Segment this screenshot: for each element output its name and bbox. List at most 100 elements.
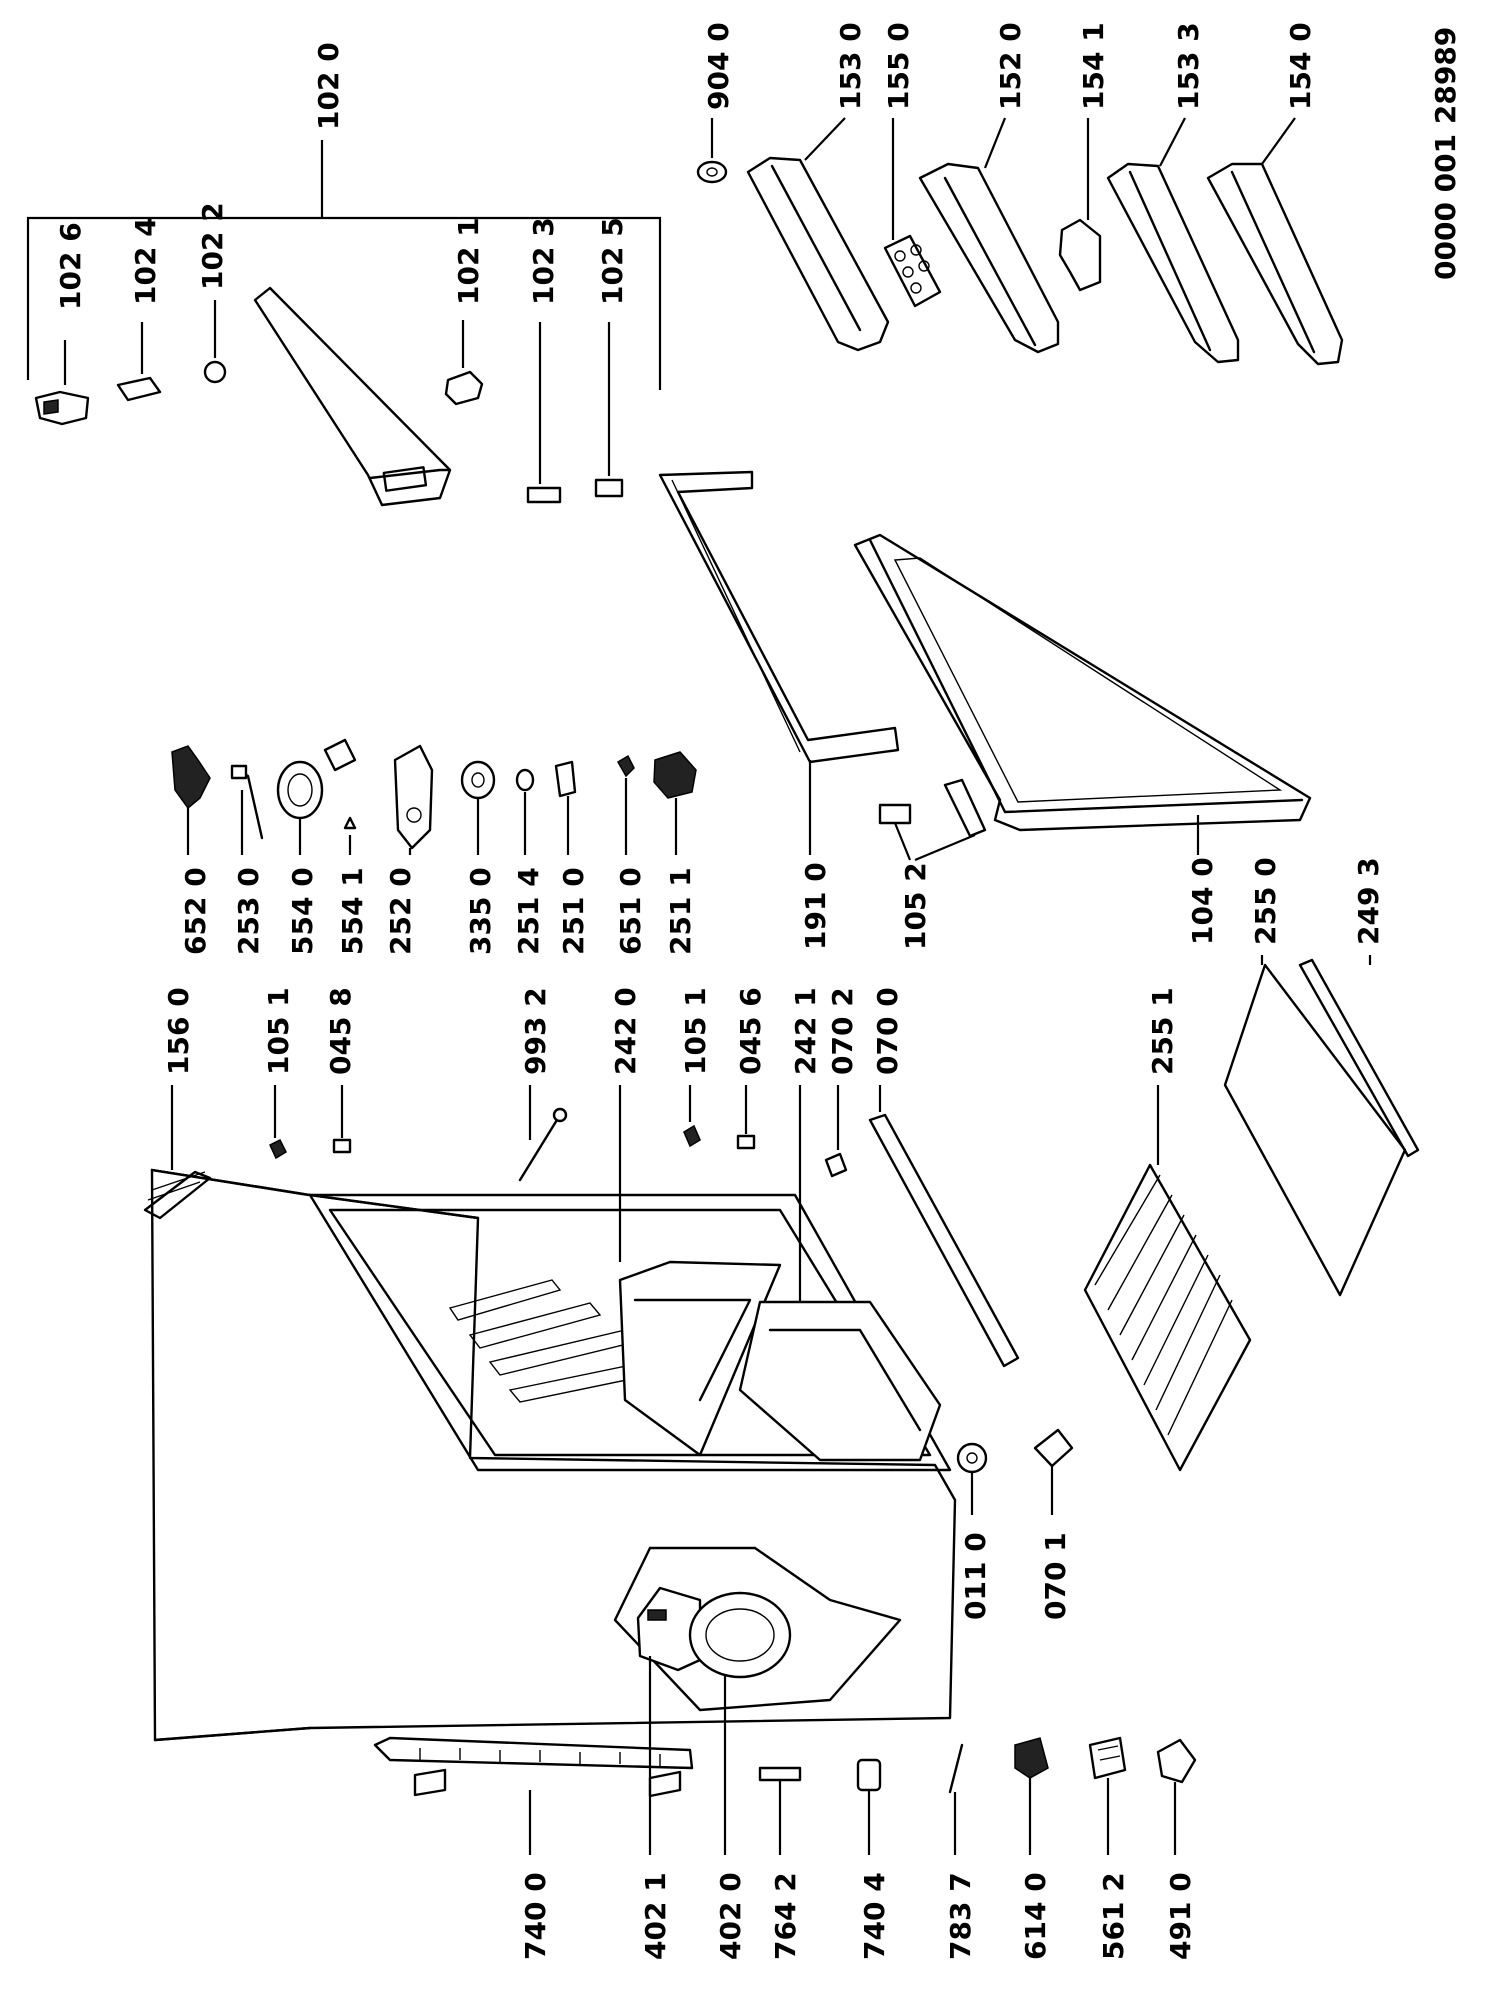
sensor-part-9932 [518,1113,562,1182]
label-554-0: 554 0 [286,867,319,955]
pad-part-1024 [116,376,162,402]
label-993-2: 993 2 [519,987,552,1075]
label-153-3: 153 3 [1172,22,1205,110]
label-102-6: 102 6 [54,222,87,310]
base-rail-part-0700 [868,1113,1020,1368]
label-154-0: 154 0 [1284,22,1317,110]
clip-part-4910 [1156,1738,1197,1784]
thermostat-part-6520 [171,745,211,810]
label-242-0: 242 0 [609,987,642,1075]
bracket-part-1541 [1058,218,1102,292]
label-252-0: 252 0 [384,867,417,955]
overload-part-6140 [1014,1737,1049,1779]
label-561-2: 561 2 [1097,1872,1130,1960]
lamp-housing-part-5540 [276,760,324,820]
label-045-8: 045 8 [324,987,357,1075]
connector-part-6510 [616,754,635,778]
label-153-0: 153 0 [834,22,867,110]
foot-part-0701 [1033,1428,1074,1468]
cabinet-group [143,1085,1020,1742]
knob-part-3350 [460,760,496,800]
shelves-group [1083,955,1420,1472]
label-764-2: 764 2 [769,1872,802,1960]
knob-part-1022 [203,360,227,384]
door-shelves-group [696,117,1344,366]
hinge-pin-part-1051a [269,1138,287,1160]
bottom-parts-group [373,1736,1197,1855]
label-402-0: 402 0 [714,1872,747,1960]
label-156-0: 156 0 [162,987,195,1075]
trim-part-2493 [1298,958,1420,1158]
label-335-0: 335 0 [464,867,497,955]
freezer-flap-group [26,140,662,507]
glass-shelf-part-2550 [1223,963,1407,1297]
control-parts-group [171,738,697,855]
capacitor-part-7642 [758,1766,802,1782]
label-242-1: 242 1 [789,987,822,1075]
compressor-group [613,1428,1074,1855]
label-070-1: 070 1 [1039,1532,1072,1620]
knob-part-7404 [856,1758,882,1792]
crisper-part-2421 [738,1300,942,1462]
probe-part-2530 [234,768,264,840]
label-251-0: 251 0 [557,867,590,955]
label-554-1: 554 1 [336,867,369,955]
crisper-part-2420 [618,1260,782,1457]
bracket-part-2510 [554,760,577,798]
hinge-part-1026 [34,390,90,426]
hinge-pin-part-1051b [683,1124,701,1148]
hinge-part-1052 [878,803,912,825]
freezer-flap-part [253,286,452,507]
label-105-1a: 105 1 [262,987,295,1075]
label-651-0: 651 0 [614,867,647,955]
label-070-2: 070 2 [826,987,859,1075]
hinge-part-1023 [526,486,562,504]
label-102-1: 102 1 [452,217,485,305]
label-652-0: 652 0 [179,867,212,955]
plate-part-1025 [594,478,624,498]
door-part-1040 [853,533,1312,832]
grommet-part-0110 [956,1442,988,1474]
label-255-1: 255 1 [1146,987,1179,1075]
foot-part-0702 [824,1152,848,1178]
label-102-2: 102 2 [196,202,229,290]
label-740-4: 740 4 [858,1872,891,1960]
label-104-0: 104 0 [1186,857,1219,945]
cover-part-2520 [393,744,434,850]
label-102-5: 102 5 [596,217,629,305]
label-152-0: 152 0 [994,22,1027,110]
lead-part-7837 [948,1743,964,1794]
screw-part-0458 [332,1138,352,1154]
label-191-0: 191 0 [799,862,832,950]
ring-part-2514 [515,768,535,792]
label-011-0: 011 0 [959,1532,992,1620]
door-group [658,470,1312,862]
label-102-3: 102 3 [527,217,560,305]
shelf-part-2551 [1083,1163,1252,1472]
label-154-1: 154 1 [1077,22,1110,110]
label-255-0: 255 0 [1249,857,1282,945]
label-105-2: 105 2 [899,862,932,950]
clip-part-1021 [444,370,484,406]
label-155-0: 155 0 [882,22,915,110]
label-402-1: 402 1 [639,1872,672,1960]
label-105-1b: 105 1 [679,987,712,1075]
label-251-1: 251 1 [664,867,697,955]
compressor-part-4020 [688,1591,792,1679]
ice-tray-part-1560 [143,1170,212,1220]
label-253-0: 253 0 [232,867,265,955]
label-614-0: 614 0 [1019,1872,1052,1960]
label-783-7: 783 7 [944,1872,977,1960]
bulb-part-5541 [343,816,357,830]
label-740-0: 740 0 [519,1872,552,1960]
document-code: 0000 001 28989 [1429,27,1462,280]
screw-part-0456 [736,1134,756,1150]
label-045-6: 045 6 [734,987,767,1075]
label-102-4: 102 4 [129,217,162,305]
label-070-0: 070 0 [871,987,904,1075]
washer-part-9040 [696,160,728,184]
shelf-part-1533 [1106,162,1240,364]
switch-part-2511 [653,751,697,799]
gasket-part-1910 [658,470,900,764]
